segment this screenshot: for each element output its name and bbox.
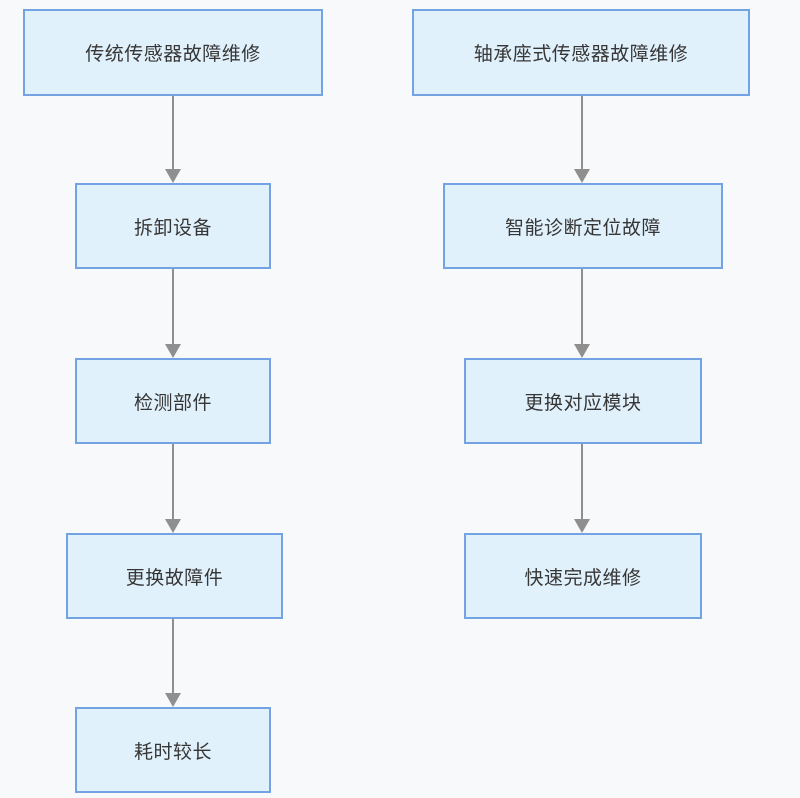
arrow-shaft (172, 619, 174, 693)
arrow-down-icon (574, 269, 590, 358)
arrow-shaft (581, 269, 583, 344)
node-label: 更换对应模块 (524, 392, 642, 414)
node-label: 更换故障件 (125, 567, 224, 589)
node-label: 检测部件 (133, 392, 212, 414)
arrow-head (574, 519, 590, 533)
arrow-head (165, 169, 181, 183)
arrow-head (165, 344, 181, 358)
node-bearing-sensor-repair-title: 轴承座式传感器故障维修 (412, 9, 750, 96)
arrow-down-icon (165, 269, 181, 358)
node-label: 耗时较长 (133, 741, 212, 763)
arrow-shaft (581, 96, 583, 169)
arrow-shaft (172, 96, 174, 169)
node-step-replace-faulty-part: 更换故障件 (66, 533, 283, 619)
node-label: 轴承座式传感器故障维修 (473, 44, 689, 65)
node-step-disassemble-equipment: 拆卸设备 (75, 183, 271, 269)
arrow-shaft (172, 444, 174, 519)
arrow-down-icon (574, 96, 590, 183)
node-step-inspect-parts: 检测部件 (75, 358, 271, 444)
arrow-down-icon (574, 444, 590, 533)
node-step-quick-finish-repair: 快速完成维修 (464, 533, 702, 619)
node-label: 传统传感器故障维修 (85, 44, 261, 65)
node-label: 拆卸设备 (133, 217, 212, 239)
node-traditional-repair-title: 传统传感器故障维修 (23, 9, 323, 96)
arrow-down-icon (165, 444, 181, 533)
arrow-shaft (172, 269, 174, 344)
arrow-head (165, 693, 181, 707)
arrow-down-icon (165, 96, 181, 183)
node-label: 快速完成维修 (524, 567, 642, 589)
arrow-head (574, 169, 590, 183)
node-step-time-consuming: 耗时较长 (75, 707, 271, 793)
node-step-replace-module: 更换对应模块 (464, 358, 702, 444)
arrow-shaft (581, 444, 583, 519)
node-label: 智能诊断定位故障 (504, 217, 661, 239)
arrow-head (165, 519, 181, 533)
arrow-down-icon (165, 619, 181, 707)
node-step-smart-diagnosis: 智能诊断定位故障 (443, 183, 723, 269)
arrow-head (574, 344, 590, 358)
